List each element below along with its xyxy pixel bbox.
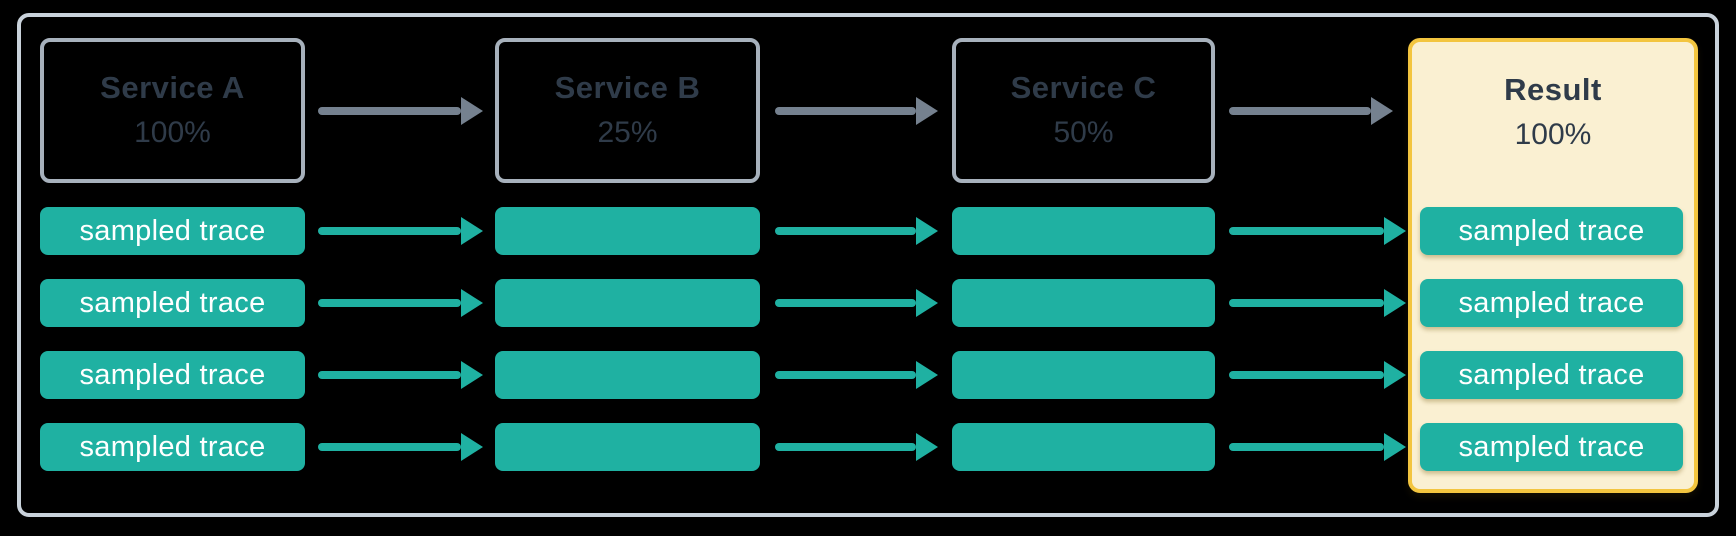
trace-pill (495, 351, 760, 399)
arrow-shaft (775, 227, 916, 235)
arrow-head-icon (1384, 289, 1406, 317)
arrow-head-icon (916, 289, 938, 317)
trace-pill: sampled trace (40, 423, 305, 471)
arrow-shaft (1229, 371, 1384, 379)
arrow-shaft (775, 107, 916, 115)
service-b-title: Service B (554, 70, 701, 106)
arrow-shaft (318, 371, 461, 379)
arrow-head-icon (1371, 97, 1393, 125)
trace-pill (495, 207, 760, 255)
arrow-head-icon (461, 97, 483, 125)
arrow-shaft (318, 227, 461, 235)
arrow-head-icon (1384, 217, 1406, 245)
arrow-shaft (318, 299, 461, 307)
trace-arrow (775, 289, 938, 317)
arrow-head-icon (916, 97, 938, 125)
trace-arrow (1229, 289, 1406, 317)
trace-arrow (775, 361, 938, 389)
arrow-shaft (318, 107, 461, 115)
trace-arrow (318, 289, 483, 317)
arrow-head-icon (1384, 361, 1406, 389)
service-c-percent: 50% (1053, 116, 1114, 150)
arrow-head-icon (461, 217, 483, 245)
trace-pill (495, 423, 760, 471)
arrow-service-b-to-c (775, 97, 938, 125)
trace-arrow (318, 217, 483, 245)
arrow-service-c-to-result (1229, 97, 1393, 125)
arrow-head-icon (461, 361, 483, 389)
trace-pill (952, 351, 1215, 399)
result-box: Result 100% (1408, 38, 1698, 493)
service-c-box: Service C 50% (952, 38, 1215, 183)
trace-arrow (1229, 217, 1406, 245)
arrow-head-icon (916, 361, 938, 389)
trace-arrow (775, 433, 938, 461)
trace-pill (952, 423, 1215, 471)
trace-pill: sampled trace (40, 207, 305, 255)
arrow-head-icon (916, 217, 938, 245)
diagram-outer-frame (17, 13, 1719, 517)
trace-arrow (775, 217, 938, 245)
service-b-percent: 25% (597, 116, 658, 150)
trace-pill: sampled trace (40, 279, 305, 327)
trace-pill: sampled trace (40, 351, 305, 399)
trace-arrow (318, 361, 483, 389)
result-title: Result (1504, 72, 1602, 108)
result-header: Result 100% (1412, 42, 1694, 183)
arrow-head-icon (461, 289, 483, 317)
result-percent: 100% (1514, 118, 1592, 152)
trace-pill (952, 279, 1215, 327)
trace-pill-result: sampled trace (1420, 351, 1683, 399)
arrow-shaft (318, 443, 461, 451)
service-c-title: Service C (1010, 70, 1157, 106)
arrow-head-icon (461, 433, 483, 461)
service-a-percent: 100% (134, 116, 211, 150)
arrow-head-icon (916, 433, 938, 461)
trace-arrow (318, 433, 483, 461)
arrow-head-icon (1384, 433, 1406, 461)
trace-pill (952, 207, 1215, 255)
service-a-box: Service A 100% (40, 38, 305, 183)
arrow-shaft (775, 371, 916, 379)
arrow-service-a-to-b (318, 97, 483, 125)
trace-pill-result: sampled trace (1420, 423, 1683, 471)
trace-arrow (1229, 361, 1406, 389)
arrow-shaft (1229, 443, 1384, 451)
arrow-shaft (1229, 227, 1384, 235)
arrow-shaft (775, 443, 916, 451)
service-a-title: Service A (100, 70, 245, 106)
trace-arrow (1229, 433, 1406, 461)
arrow-shaft (775, 299, 916, 307)
trace-pill (495, 279, 760, 327)
trace-pill-result: sampled trace (1420, 207, 1683, 255)
trace-pill-result: sampled trace (1420, 279, 1683, 327)
arrow-shaft (1229, 107, 1371, 115)
service-b-box: Service B 25% (495, 38, 760, 183)
arrow-shaft (1229, 299, 1384, 307)
